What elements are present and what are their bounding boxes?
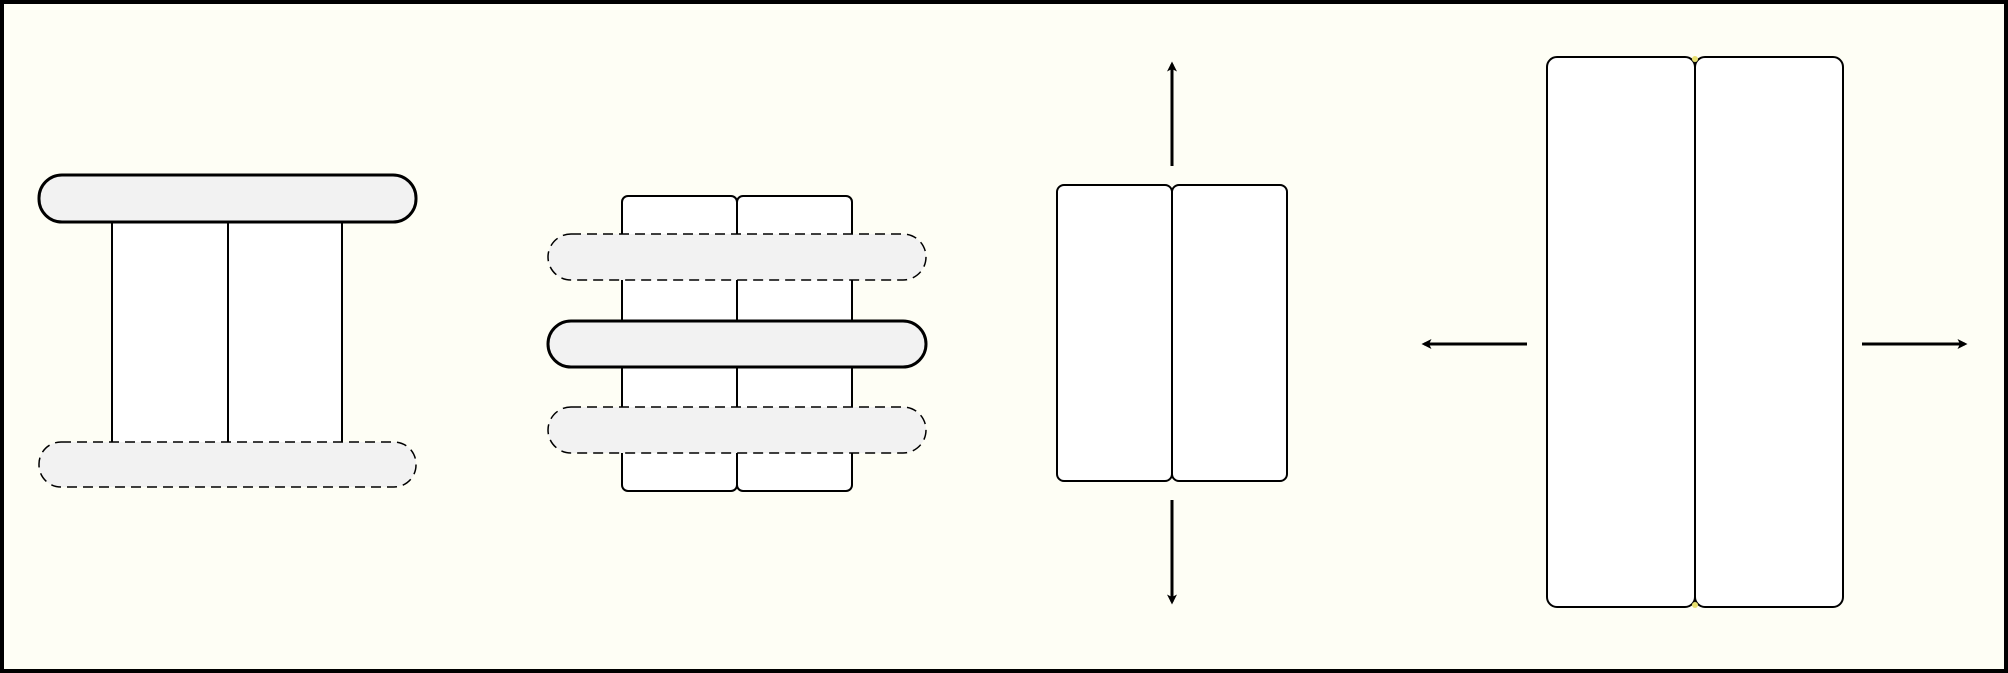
stage-2-dashed-bar-top — [547, 233, 927, 281]
stage-3-right-panel — [1171, 184, 1288, 482]
stage-1-left-panel — [111, 214, 229, 444]
stage-4-seam-bottom — [1692, 602, 1698, 608]
stage-3-vertical-expand — [1056, 61, 1288, 605]
stage-2-solid-bar — [546, 319, 928, 369]
stage-1-solid-bar — [37, 173, 418, 224]
stage-4-horizontal-expand — [1421, 56, 1968, 608]
stage-4-right-panel — [1694, 56, 1844, 608]
stage-3-left-panel — [1056, 184, 1173, 482]
stage-4-seam-top — [1692, 56, 1698, 62]
stage-4-left-panel — [1546, 56, 1696, 608]
stage-1-bar-lifted — [37, 173, 418, 488]
stage-2-stacked-bars — [546, 195, 928, 492]
stage-1-dashed-bar — [38, 441, 417, 488]
stage-1-right-panel — [227, 214, 343, 444]
stage-2-dashed-bar-bottom — [547, 406, 927, 454]
